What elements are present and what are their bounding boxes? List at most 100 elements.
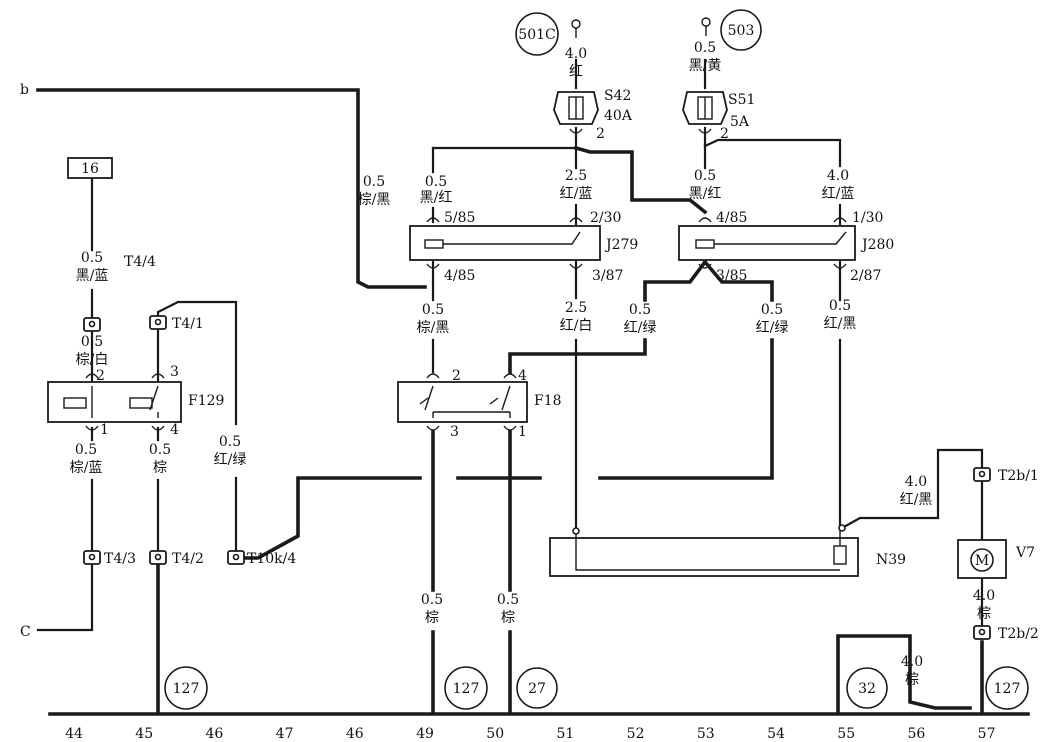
ground-127-b-label: 127 — [453, 681, 480, 697]
axis-number: 44 — [65, 726, 83, 742]
fuse-s51-label: S51 — [728, 92, 755, 108]
relay-j280: J280 — [678, 225, 894, 261]
axis-number: 46 — [346, 726, 364, 742]
wire-f129-1-size: 0.5 — [75, 442, 97, 458]
switch-f18-label: F18 — [534, 393, 562, 409]
jack-icon — [569, 128, 712, 134]
ground-127-c: 127 — [985, 666, 1029, 710]
wire-f129-1-color: 棕/蓝 — [70, 460, 103, 476]
wire-v7-out-size: 4.0 — [973, 588, 995, 604]
axis-number: 54 — [767, 726, 785, 742]
pin-j279-4-85: 4/85 — [444, 268, 475, 284]
connector-t4-3-label: T4/3 — [104, 551, 136, 567]
motor-v7-symbol: M — [975, 553, 989, 569]
connector-icons — [83, 315, 991, 640]
wire-16-color: 黑/蓝 — [76, 268, 109, 284]
ground-32: 32 — [846, 667, 888, 709]
side-label-b: b — [20, 82, 29, 98]
connector-t4-3-icon — [83, 550, 101, 565]
axis-number: 50 — [486, 726, 504, 742]
relay-16-label: 16 — [81, 161, 99, 177]
axis-number: 57 — [978, 726, 996, 742]
pin-j280-3-85: 3/85 — [716, 268, 747, 284]
axis-number: 53 — [697, 726, 715, 742]
wire-j280-1-size: 4.0 — [827, 168, 849, 184]
wire-f18-3-size: 0.5 — [421, 592, 443, 608]
valve-n39-label: N39 — [876, 552, 906, 568]
side-labels: b C — [20, 82, 31, 640]
wire-g56-size: 4.0 — [901, 654, 923, 670]
wire-f18-1-color: 棕 — [501, 610, 515, 626]
connector-t2b-2-label: T2b/2 — [998, 626, 1039, 642]
relay-501c-label: 501C — [518, 27, 555, 43]
pin-s42-out: 2 — [596, 126, 605, 142]
jack-icon — [426, 263, 847, 269]
wire-16-size: 0.5 — [81, 250, 103, 266]
wire-v7-out-color: 棕 — [977, 606, 991, 622]
wire-f18-1-size: 0.5 — [497, 592, 519, 608]
relay-j279-label: J279 — [604, 237, 638, 253]
wire-j280-3-left — [508, 259, 708, 374]
fuse-s42: S42 40A — [553, 88, 633, 125]
wire-ground-56 — [836, 634, 972, 714]
switch-f129-label: F129 — [188, 393, 224, 409]
wire-j279-3-out-color: 红/白 — [560, 318, 593, 334]
wire-j280-1-color: 红/蓝 — [822, 186, 855, 202]
axis-number: 45 — [135, 726, 153, 742]
pin-f18-3: 3 — [450, 424, 459, 440]
pin-labels: 2 2 5/85 2/30 4/85 3/87 4/85 1/30 3/85 2… — [96, 126, 883, 440]
wire-n39-v7-size: 4.0 — [905, 474, 927, 490]
connector-t4-1-icon — [149, 315, 167, 330]
wire-b-color: 棕/黑 — [358, 192, 391, 208]
wire-n39-v7-color: 红/黑 — [900, 492, 933, 508]
wire-j279-4-out-color: 棕/黑 — [417, 320, 450, 336]
ground-127-b: 127 — [444, 666, 488, 710]
wire-g56-color: 棕 — [905, 672, 919, 688]
connector-t4-4-label: T4/4 — [124, 254, 156, 270]
pin-jack-icons — [85, 128, 847, 431]
wire-j279-3-out-size: 2.5 — [565, 300, 587, 316]
motor-v7: M V7 — [957, 539, 1035, 579]
pin-j279-3-87: 3/87 — [592, 268, 623, 284]
wire-s42-in-color: 红 — [569, 64, 583, 80]
wire-j279-4-out-size: 0.5 — [422, 302, 444, 318]
wire-j280-3-r-size: 0.5 — [761, 302, 783, 318]
switch-f18: F18 — [397, 381, 562, 423]
wire-f129-4-size: 0.5 — [149, 442, 171, 458]
relay-j279: J279 — [409, 225, 638, 261]
pin-f129-1: 1 — [100, 422, 109, 438]
axis-number: 56 — [907, 726, 925, 742]
wire-t41-loop — [156, 300, 238, 554]
ground-127-a-label: 127 — [173, 681, 200, 697]
wire-t10k-color: 红/绿 — [214, 452, 247, 468]
wire-j280-3-l-color: 红/绿 — [624, 320, 657, 336]
pin-f129-3: 3 — [170, 364, 179, 380]
jack-icon — [85, 425, 517, 431]
pin-j280-2-87: 2/87 — [850, 268, 881, 284]
pin-f18-2: 2 — [452, 368, 461, 384]
wire-t10k-size: 0.5 — [219, 434, 241, 450]
connector-t4-4-icon — [83, 317, 101, 332]
wire-f129-4-color: 棕 — [153, 460, 167, 476]
wire-n39-v7 — [840, 448, 984, 530]
axis-number: 51 — [556, 726, 574, 742]
axis-number: 49 — [416, 726, 434, 742]
side-label-c: C — [20, 624, 31, 640]
valve-n39: N39 — [549, 524, 906, 577]
ground-127-c-label: 127 — [994, 681, 1021, 697]
wire-j280-3-right — [598, 259, 774, 480]
wires — [36, 58, 1030, 716]
axis-number: 47 — [276, 726, 294, 742]
axis-number: 55 — [837, 726, 855, 742]
connector-t2b-2-icon — [973, 625, 991, 640]
ground-32-label: 32 — [858, 681, 876, 697]
fuse-s51-rating: 5A — [730, 114, 750, 130]
connector-t4-2-label: T4/2 — [172, 551, 204, 567]
wire-f18-3-color: 棕 — [425, 610, 439, 626]
switch-f129: F129 — [47, 381, 224, 423]
connector-t4-2-icon — [149, 550, 167, 565]
axis-number: 52 — [627, 726, 645, 742]
pin-f129-4: 4 — [170, 422, 179, 438]
wire-s51-in-color: 黑/黄 — [689, 57, 722, 74]
connector-t2b-1-label: T2b/1 — [998, 468, 1039, 484]
